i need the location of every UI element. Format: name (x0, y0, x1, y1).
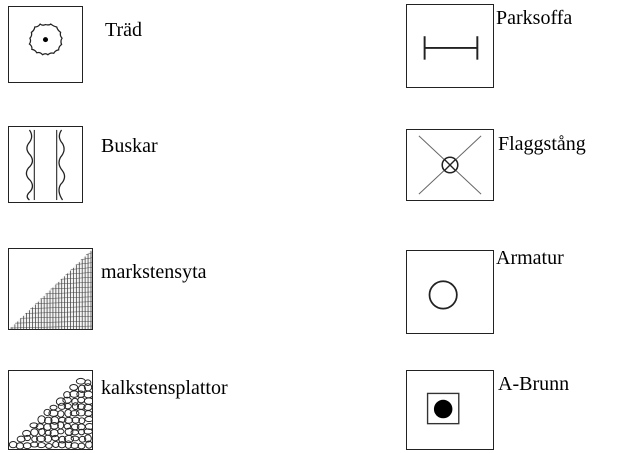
shrubs-icon (8, 126, 83, 203)
legend-label-trad: Träd (105, 19, 143, 41)
legend-label-abrunn: A-Brunn (498, 373, 570, 395)
legend-label-flaggstang: Flaggstång (498, 133, 586, 155)
paving-stone-icon (8, 248, 93, 330)
light-fixture-icon (406, 250, 494, 334)
tree-icon (8, 6, 83, 83)
legend-label-parksoffa: Parksoffa (496, 7, 573, 29)
legend-label-armatur: Armatur (496, 247, 564, 269)
drain-well-icon (406, 370, 494, 450)
legend-label-buskar: Buskar (101, 135, 158, 157)
limestone-slabs-icon (8, 370, 93, 450)
legend-label-kalkstensplattor: kalkstensplattor (101, 377, 228, 399)
legend-label-markstensyta: markstensyta (101, 261, 207, 283)
flagpole-icon (406, 129, 494, 201)
park-bench-icon (406, 4, 494, 88)
